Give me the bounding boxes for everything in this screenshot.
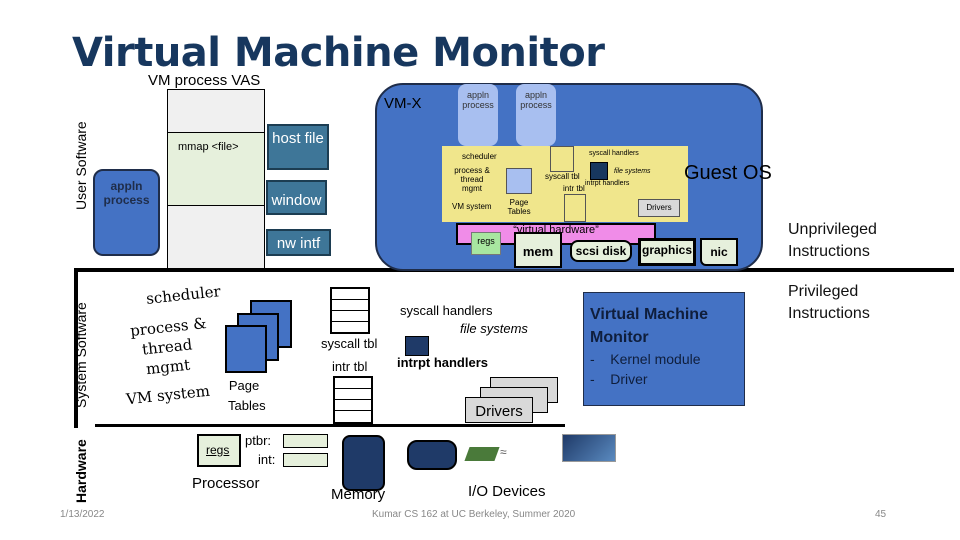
appln-process-box: appln process [93,169,160,256]
mmap-region: mmap <file> [168,132,264,206]
virtual-mem: mem [514,232,562,268]
ptbr-label: ptbr: [245,433,272,448]
guest-appln-process-1: appln process [458,84,498,146]
page-tables-line1: Page [228,378,260,393]
guest-syscall-handlers: syscall handlers [589,150,639,157]
guest-syscall-tbl: syscall tbl [545,172,580,181]
virtual-scsi-disk: scsi disk [570,240,632,262]
window-box: window [266,180,327,215]
file-system-icon [405,336,429,356]
int-label: int: [258,452,276,467]
intr-tbl-label: intr tbl [332,359,368,374]
nw-intf-box: nw intf [266,229,331,256]
monitor-icon [562,434,616,462]
hardware-label: Hardware [73,439,89,503]
ptbr-register [283,434,328,448]
guest-file-systems: file systems [614,168,651,175]
network-card-icon [464,447,500,461]
side-divider-tick [74,268,78,428]
vmm-box: Virtual Machine Monitor - Kernel module … [583,292,745,406]
slide-title: Virtual Machine Monitor [72,30,605,76]
scheduler-text: scheduler [145,282,222,308]
footer-course: Kumar CS 162 at UC Berkeley, Summer 2020 [372,509,576,520]
syscall-table-icon [330,287,370,334]
regs-label: regs [206,443,230,457]
guest-intrpt-handlers: intrpt handlers [585,180,630,187]
page-tables-line2: Tables [228,398,266,413]
process-text: process & [129,314,208,340]
guest-syscall-tbl-icon [550,146,574,172]
processor-label: Processor [192,475,260,492]
memory-icon [342,435,385,491]
memory-label: Memory [331,486,386,503]
privileged-instructions-label: Privileged Instructions [788,283,870,322]
virtual-nic: nic [700,238,738,266]
guest-page-tables: Page Tables [507,198,531,216]
intr-table-icon [333,376,373,424]
guest-file-system-icon [590,162,608,180]
disk-icon [407,440,457,470]
vmm-item-driver: - Driver [590,371,648,387]
guest-scheduler: scheduler [462,152,497,161]
guest-process-thread-mgmt: process & thread mgmt [454,166,490,193]
mgmt-text: mgmt [145,355,191,379]
guest-intr-tbl: intr tbl [563,184,585,193]
regs-icon [197,434,241,467]
vm-process-vas-label: VM process VAS [148,72,261,89]
syscall-tbl-label: syscall tbl [321,336,378,351]
intrpt-handlers-label: intrpt handlers [397,355,489,370]
vm-system-text: VM system [125,381,211,409]
vmm-item-kernel-module: - Kernel module [590,351,701,367]
syscall-handlers-label: syscall handlers [400,303,493,318]
system-hardware-divider [95,424,565,427]
guest-intr-tbl-icon [564,194,586,222]
guest-page-tables-icon [506,168,532,194]
vm-process-vas: mmap <file> [167,89,265,269]
io-devices-label: I/O Devices [468,483,546,500]
footer-page-number: 45 [875,509,887,520]
vmm-item-text: Driver [610,371,648,387]
footer-date: 1/13/2022 [60,509,105,520]
virtual-regs: regs [471,232,501,255]
user-software-label: User Software [73,121,89,210]
virtual-graphics: graphics [638,238,696,266]
vmm-item-text: Kernel module [610,351,701,367]
file-systems-label: file systems [460,321,528,336]
page-tables-label: Page Tables [228,376,266,416]
guest-os-label: Guest OS [684,162,772,184]
guest-drivers: Drivers [638,199,680,217]
guest-appln-process-2: appln process [516,84,556,146]
int-register [283,453,328,467]
guest-vm-system: VM system [452,202,492,211]
unprivileged-instructions-label: Unprivileged Instructions [788,221,877,260]
drivers-box: Drivers [465,397,533,423]
mmap-label: mmap <file> [178,141,239,153]
page-table-1 [225,325,267,373]
host-file-box: host file [267,124,329,170]
vmx-label: VM-X [384,95,422,112]
wireless-signal-icon: ≈ [500,445,507,459]
guest-os-box: scheduler process & thread mgmt VM syste… [442,146,688,222]
vmm-title: Virtual Machine Monitor [590,306,708,346]
